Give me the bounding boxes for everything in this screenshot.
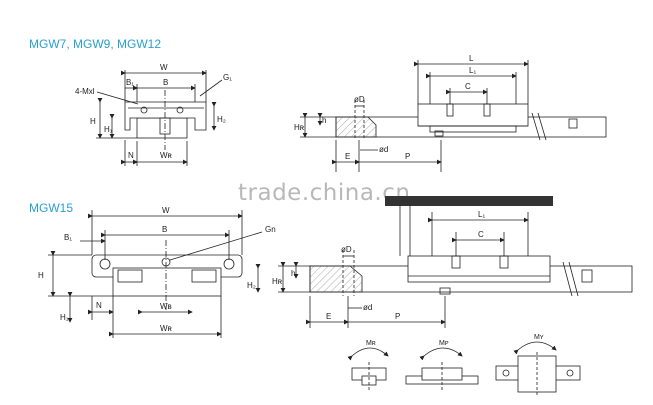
dim-label-WB: Wʙ bbox=[160, 302, 172, 311]
dim-label-E: E bbox=[326, 312, 331, 321]
dim-label-G1: G₁ bbox=[223, 73, 232, 82]
block-front bbox=[124, 101, 207, 131]
dim-label-W: W bbox=[160, 63, 168, 72]
dim-label-L1: L₁ bbox=[469, 66, 476, 75]
top-side-labels: L L₁ C øD ød Hʀ h E P bbox=[294, 54, 476, 161]
scan-bar bbox=[385, 196, 553, 206]
dim-label-D: øD bbox=[341, 245, 352, 254]
dim-label-WR: Wʀ bbox=[160, 324, 173, 333]
dim-label-H2: H₂ bbox=[247, 281, 256, 290]
dim-label-W: W bbox=[162, 206, 170, 215]
dim-label-E: E bbox=[345, 152, 350, 161]
watermark: trade.china.cn bbox=[238, 180, 411, 206]
dim-label-h: h bbox=[322, 116, 326, 125]
moment-label-MR: Mʀ bbox=[366, 340, 376, 347]
dim-label-d: ød bbox=[363, 303, 372, 312]
bottom-front-labels: W B B₁ Gn H H₁ H₂ N Wʙ Wʀ bbox=[38, 206, 276, 333]
moment-label-MY: Mʏ bbox=[534, 334, 544, 341]
dim-label-H1: H₁ bbox=[104, 125, 113, 134]
moment-icons bbox=[347, 341, 581, 396]
dim-label-B: B bbox=[162, 225, 167, 234]
dim-label-d: ød bbox=[379, 145, 388, 154]
dim-label-Gn: Gn bbox=[265, 225, 276, 234]
top-side-view bbox=[300, 60, 607, 172]
dim-label-HR: Hʀ bbox=[294, 123, 305, 132]
dim-label-WR: Wʀ bbox=[160, 151, 173, 160]
bottom-side-view bbox=[278, 205, 633, 328]
dim-label-L: L bbox=[469, 54, 474, 63]
dim-label-D: øD bbox=[354, 95, 365, 104]
dim-label-H2: H₂ bbox=[217, 115, 226, 124]
dim-label-M: 4-Mxl bbox=[75, 87, 95, 96]
dim-label-HR: Hʀ bbox=[272, 277, 283, 286]
top-front-view bbox=[96, 70, 223, 166]
dim-label-B1: B₁ bbox=[126, 78, 134, 87]
dim-label-N: N bbox=[128, 151, 134, 160]
dim-label-L1: L₁ bbox=[478, 210, 485, 219]
series-title-top: MGW7, MGW9, MGW12 bbox=[29, 37, 161, 51]
dim-label-B1: B₁ bbox=[64, 233, 72, 242]
dim-label-H1: H₁ bbox=[60, 313, 69, 322]
rail-front bbox=[136, 117, 188, 139]
dim-label-h: h bbox=[291, 269, 295, 278]
moment-labels: Mʀ Mᴘ Mʏ bbox=[366, 334, 544, 347]
dim-label-C: C bbox=[478, 230, 484, 239]
top-front-labels: W B B₁ G₁ 4-Mxl H H₁ H₂ N Wʀ bbox=[75, 63, 232, 160]
bottom-side-labels: L₁ C øD ød Hʀ h E P bbox=[272, 210, 485, 321]
dim-label-P: P bbox=[405, 152, 410, 161]
dim-label-N: N bbox=[96, 301, 102, 310]
dim-label-P: P bbox=[395, 312, 400, 321]
series-title-bottom: MGW15 bbox=[29, 201, 74, 215]
dim-label-B: B bbox=[163, 78, 168, 87]
moment-label-MP: Mᴘ bbox=[439, 340, 449, 347]
bottom-front-view bbox=[48, 210, 263, 338]
dim-label-C: C bbox=[465, 82, 471, 91]
dim-label-H: H bbox=[90, 117, 96, 126]
dim-label-H: H bbox=[38, 271, 44, 280]
